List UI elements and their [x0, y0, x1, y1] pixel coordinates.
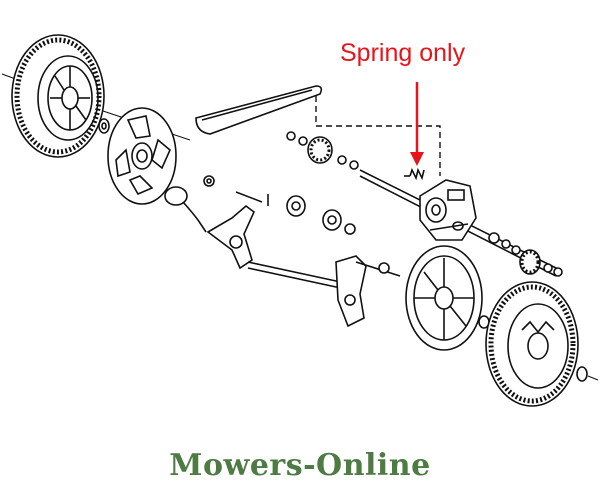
axle-bushings: [286, 195, 356, 235]
drive-belt: [195, 85, 323, 135]
pulley-gear: [286, 131, 359, 170]
spring: [404, 167, 425, 181]
right-hubcap: [405, 245, 483, 351]
right-wheel-washer: [576, 366, 599, 382]
transmission-gearbox: [419, 179, 477, 241]
right-axle-parts: [488, 232, 521, 255]
mowers-online-watermark: Mowers-Online: [169, 448, 431, 483]
left-wheel-washer: [98, 118, 110, 134]
small-washer: [203, 175, 215, 187]
belt-leader-line: [315, 96, 441, 176]
right-drive-gear: [519, 249, 563, 277]
left-height-bracket: [206, 191, 351, 291]
right-height-bracket: [335, 255, 401, 328]
spring-only-callout: Spring only: [340, 39, 466, 67]
callout-arrow: [410, 82, 424, 166]
height-lever-knob: [164, 186, 207, 233]
rear-left-wheel: [11, 34, 105, 158]
left-hubcap: [107, 107, 177, 205]
right-wheel: [485, 281, 579, 407]
